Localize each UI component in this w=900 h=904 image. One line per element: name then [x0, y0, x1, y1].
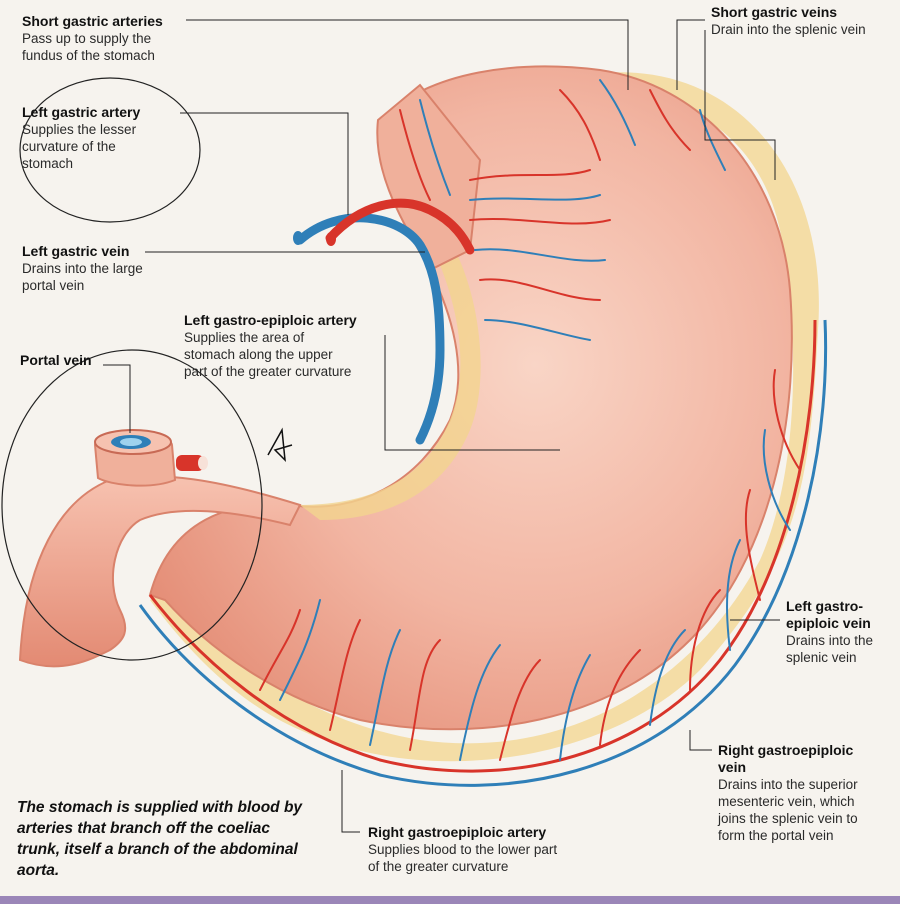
label-left-gastric-artery: Left gastric artery Supplies the lesser …	[22, 104, 141, 171]
figure-caption: The stomach is supplied with blood by ar…	[17, 799, 303, 879]
leader-lines	[103, 19, 780, 833]
lesser-omentum-fat	[300, 250, 481, 520]
label-short-gastric-arteries: Short gastric arteries Pass up to supply…	[22, 13, 163, 63]
arterial-branches	[259, 89, 801, 761]
handwritten-mark	[267, 427, 293, 463]
annotation-circle-portal	[1, 349, 263, 661]
label-left-gastric-vein: Left gastric vein Drains into the large …	[22, 243, 143, 293]
annotation-circle-left-gastric	[19, 77, 201, 223]
label-left-gastro-epiploic-vein: Left gastro- epiploic vein Drains into t…	[786, 598, 874, 665]
duodenum	[18, 475, 302, 668]
label-short-gastric-veins: Short gastric veins Drain into the splen…	[711, 4, 866, 37]
label-right-gastroepiploic-vein: Right gastroepiploic vein Drains into th…	[718, 742, 858, 843]
label-right-gastroepiploic-artery: Right gastroepiploic artery Supplies blo…	[368, 824, 558, 874]
greater-omentum-fat	[150, 72, 819, 762]
page-bottom-bar	[0, 896, 900, 904]
gastroepiploic-artery-vessel	[148, 319, 817, 773]
left-gastric-artery-vessel	[325, 198, 475, 255]
label-left-gastro-epiploic-artery: Left gastro-epiploic artery Supplies the…	[184, 312, 357, 379]
venous-branches	[279, 79, 791, 761]
gastroepiploic-vein-vessel	[138, 319, 828, 787]
label-portal-vein: Portal vein	[20, 352, 92, 368]
